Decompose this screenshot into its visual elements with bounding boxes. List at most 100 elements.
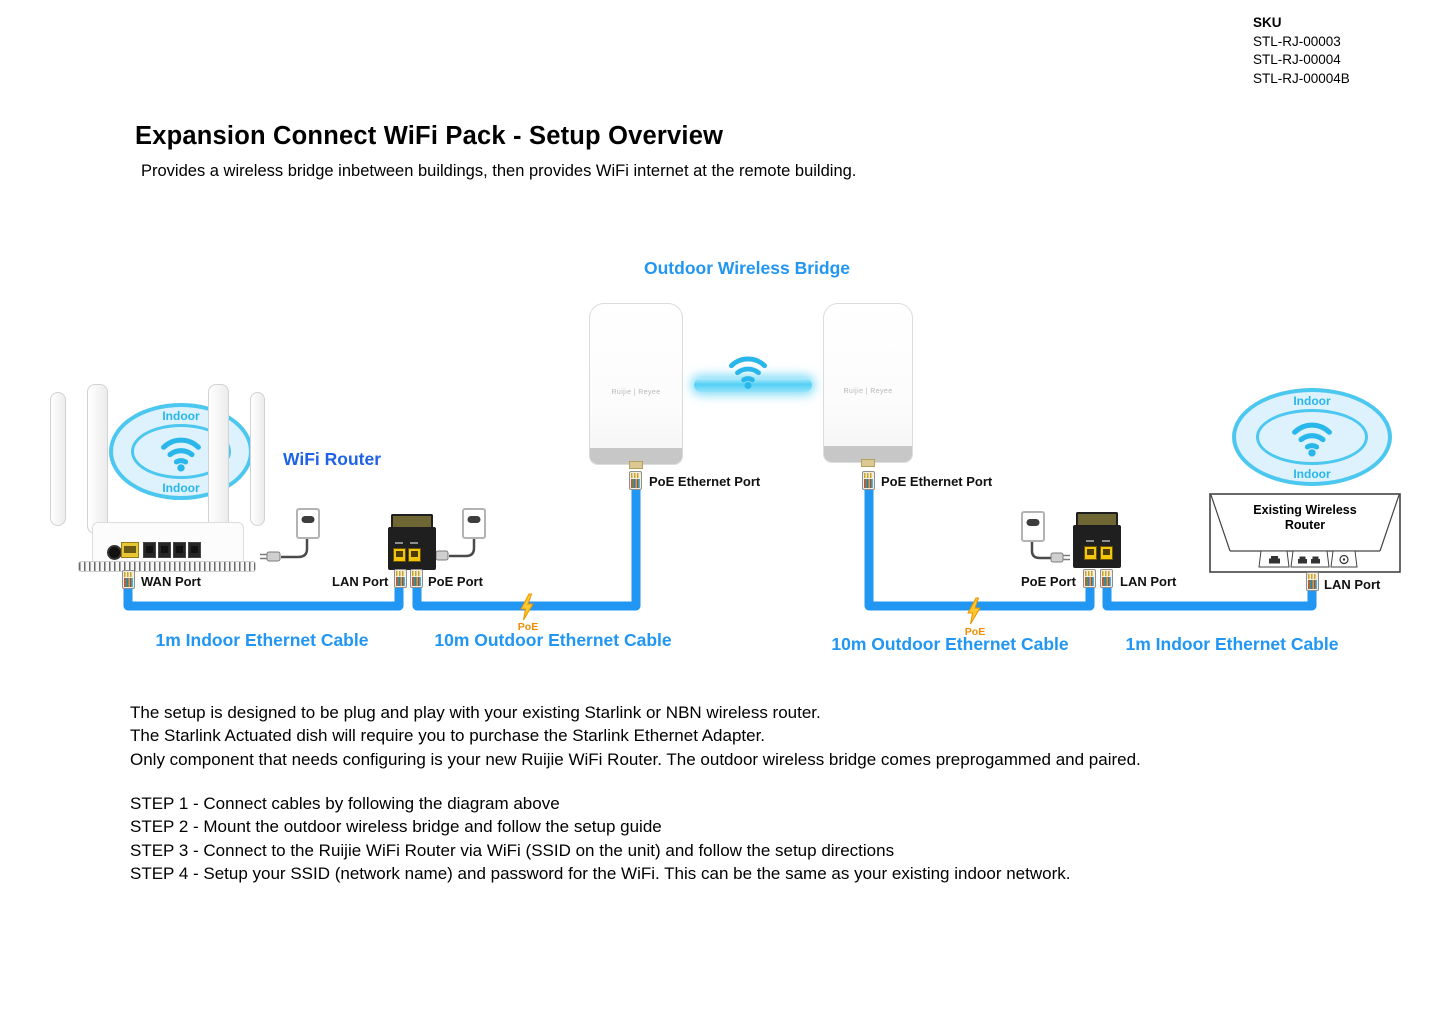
- injector-top: [1076, 512, 1118, 525]
- device-brand: Ruijie | Reyee: [611, 388, 661, 396]
- cable-label-1m-indoor-left: 1m Indoor Ethernet Cable: [155, 630, 369, 650]
- lan-port-label-left: LAN Port: [332, 574, 389, 589]
- indoor-label-bottom: Indoor: [162, 481, 200, 495]
- poe-ethernet-port-label-left: PoE Ethernet Port: [649, 474, 761, 489]
- sku-block: SKU STL-RJ-00003 STL-RJ-00004 STL-RJ-000…: [1253, 14, 1350, 88]
- wan-port-label: WAN Port: [141, 574, 201, 589]
- cable-label-1m-indoor-right: 1m Indoor Ethernet Cable: [1125, 634, 1339, 654]
- wifi-icon: [727, 351, 769, 391]
- poe-injector-left: [388, 514, 436, 570]
- poe-ethernet-port-label-right: PoE Ethernet Port: [881, 474, 993, 489]
- outdoor-bridge-unit-right: Ruijie | Reyee: [823, 303, 913, 467]
- injector-poe-port: [1084, 540, 1097, 560]
- lan-port-label-existing: LAN Port: [1324, 577, 1381, 592]
- router-antenna: [87, 384, 108, 534]
- indoor-wifi-zone-right: Indoor Indoor: [1232, 388, 1392, 486]
- bridge-port-nub: [629, 461, 643, 469]
- rj45-connector-icon: [1100, 569, 1113, 588]
- injector-poe-port: [408, 542, 421, 562]
- indoor-label-top: Indoor: [1293, 394, 1331, 408]
- port-glyph: [1311, 556, 1320, 564]
- power-plug-icon: [1050, 552, 1064, 563]
- cable-label-10m-outdoor-right: 10m Outdoor Ethernet Cable: [831, 634, 1069, 654]
- sku-item: STL-RJ-00004B: [1253, 70, 1350, 86]
- step-line: STEP 4 - Setup your SSID (network name) …: [130, 863, 1071, 883]
- rj45-connector-icon: [394, 569, 407, 588]
- step-line: STEP 2 - Mount the outdoor wireless brid…: [130, 817, 662, 837]
- power-outlet-icon: [462, 508, 486, 539]
- power-cord-router: [281, 531, 309, 559]
- port-glyph: [1269, 556, 1280, 564]
- indoor-zone-ring: [1255, 409, 1369, 465]
- step-line: STEP 1 - Connect cables by following the…: [130, 794, 560, 813]
- poe-tag-right: PoE: [964, 626, 986, 638]
- sku-item: STL-RJ-00004: [1253, 52, 1341, 67]
- poe-bolt-icon: [967, 597, 981, 625]
- injector-top: [391, 514, 433, 527]
- notes-paragraph: The setup is designed to be plug and pla…: [130, 701, 1141, 771]
- steps-list: STEP 1 - Connect cables by following the…: [130, 792, 1070, 885]
- lan-port-label-right: LAN Port: [1120, 574, 1177, 589]
- poe-bolt-icon: [520, 593, 534, 621]
- poe-tag-left: PoE: [517, 621, 539, 633]
- rj45-connector-icon: [1083, 569, 1096, 588]
- poe-port-label-left: PoE Port: [428, 574, 483, 589]
- wireless-link-beam: [694, 378, 812, 392]
- power-plug-icon: [435, 550, 449, 561]
- indoor-label-bottom: Indoor: [1293, 467, 1331, 481]
- router-lan-port: [158, 542, 171, 558]
- injector-lan-port: [393, 542, 406, 562]
- cable-1m-indoor-left: [123, 586, 404, 611]
- router-antenna: [208, 384, 229, 534]
- step-line: STEP 3 - Connect to the Ruijie WiFi Rout…: [130, 840, 895, 860]
- rj45-connector-icon: [1306, 572, 1319, 591]
- cable-label-10m-outdoor-left: 10m Outdoor Ethernet Cable: [434, 630, 672, 650]
- bridge-base-band: [824, 446, 912, 462]
- cable-1m-indoor-right: [1102, 586, 1317, 611]
- poe-port-label-right: PoE Port: [1021, 574, 1076, 589]
- injector-front: [388, 527, 436, 570]
- router-power-jack: [107, 545, 122, 560]
- wifi-router-label: WiFi Router: [283, 449, 382, 469]
- router-antenna: [50, 392, 66, 526]
- wifi-icon: [1290, 418, 1334, 457]
- router-vent-strip: [78, 561, 256, 572]
- wifi-icon: [159, 433, 203, 472]
- power-cord-injector-right: [1030, 536, 1051, 560]
- page-title: Expansion Connect WiFi Pack - Setup Over…: [135, 122, 724, 150]
- outdoor-bridge-unit-left: Ruijie | Reyee: [589, 303, 683, 469]
- note-line: Only component that needs configuring is…: [130, 749, 1141, 769]
- note-line: The Starlink Actuated dish will require …: [130, 726, 766, 746]
- existing-router-label: Existing Wireless Router: [1253, 503, 1357, 532]
- injector-front: [1073, 525, 1121, 568]
- rj45-connector-icon: [629, 471, 642, 490]
- rj45-connector-icon: [122, 570, 135, 589]
- indoor-zone-ring: [130, 423, 232, 480]
- cable-10m-outdoor-right: [864, 489, 1095, 611]
- bridge-port-nub: [861, 459, 875, 467]
- injector-lan-port: [1100, 540, 1113, 560]
- router-lan-port: [143, 542, 156, 558]
- port-glyph: [1298, 556, 1307, 564]
- indoor-label-top: Indoor: [162, 409, 200, 423]
- indoor-wifi-zone-left: Indoor Indoor: [109, 403, 253, 500]
- router-wan-port: [121, 542, 139, 558]
- power-cord-injector-left: [449, 531, 476, 558]
- sku-heading: SKU: [1253, 15, 1282, 30]
- router-lan-port: [188, 542, 201, 558]
- rj45-connector-icon: [410, 569, 423, 588]
- note-line: The setup is designed to be plug and pla…: [130, 703, 821, 722]
- bridge-base-band: [590, 448, 682, 464]
- router-antenna: [250, 392, 265, 526]
- outdoor-bridge-title: Outdoor Wireless Bridge: [644, 258, 850, 278]
- page-subtitle: Provides a wireless bridge inbetween bui…: [141, 162, 857, 180]
- poe-injector-right: [1073, 512, 1121, 568]
- router-lan-port: [173, 542, 186, 558]
- sku-item: STL-RJ-00003: [1253, 33, 1341, 49]
- existing-wireless-router: [1209, 493, 1401, 573]
- power-outlet-icon: [296, 508, 320, 539]
- device-brand: Ruijie | Reyee: [843, 387, 893, 395]
- rj45-connector-icon: [862, 471, 875, 490]
